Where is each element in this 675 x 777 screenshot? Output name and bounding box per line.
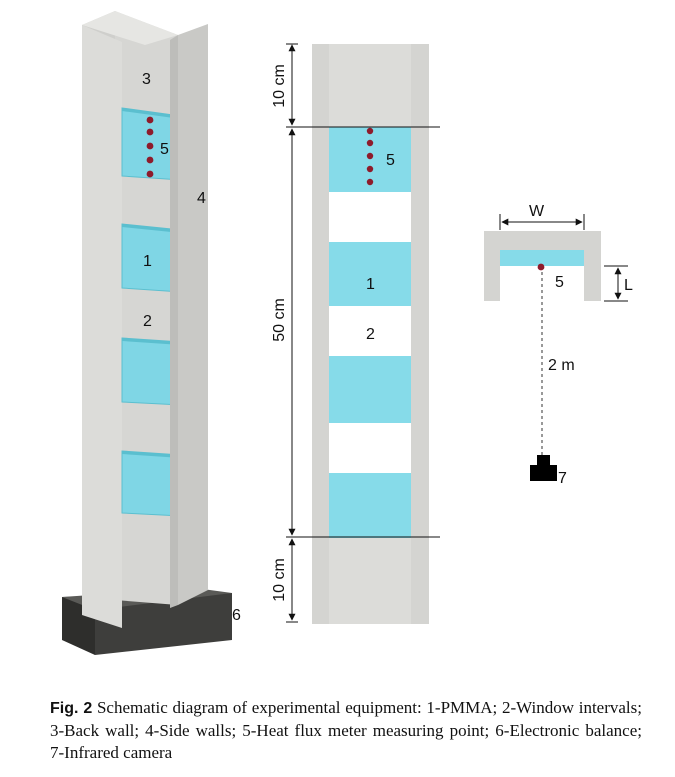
label-width: W: [529, 203, 545, 220]
apparatus-3d-model: 3 5 4 1 2 6: [62, 11, 241, 655]
side-wall-right: [170, 24, 208, 608]
label-window-3d: 2: [143, 313, 152, 330]
side-wall-left: [82, 25, 122, 628]
label-heat-flux-front: 5: [386, 152, 395, 169]
measuring-point: [366, 152, 374, 160]
measuring-point: [366, 165, 374, 173]
experiment-schematic: 3 5 4 1 2 6 5 1 2: [62, 11, 633, 655]
measuring-point: [366, 139, 374, 147]
measuring-point: [146, 156, 154, 164]
caption-text: Schematic diagram of experimental equipm…: [50, 698, 642, 762]
heat-flux-points-front: [366, 127, 374, 186]
plan-pmma: [500, 250, 584, 266]
label-pmma-3d: 1: [143, 253, 152, 270]
plan-wall-right: [584, 231, 601, 301]
label-pmma-front: 1: [366, 276, 375, 293]
plan-measuring-point: [537, 263, 545, 271]
figure-caption: Fig. 2 Schematic diagram of experimental…: [50, 697, 642, 764]
label-heat-flux-plan: 5: [555, 274, 564, 291]
plan-back-wall: [500, 231, 584, 250]
measuring-point: [366, 178, 374, 186]
measuring-point: [146, 142, 154, 150]
label-distance: 2 m: [548, 357, 575, 374]
label-window-front: 2: [366, 326, 375, 343]
label-balance: 6: [232, 607, 241, 624]
dimension-lines: [286, 43, 440, 623]
top-view: 5 W L 2 m 7: [484, 203, 633, 487]
dim-top-10cm: 10 cm: [271, 64, 288, 108]
measuring-point: [146, 116, 154, 124]
front-side-wall-right: [411, 44, 429, 624]
plan-wall-left: [484, 231, 500, 301]
front-view: 5 1 2 10 cm 50 cm 10 cm: [271, 43, 440, 624]
caption-label: Fig. 2: [50, 700, 93, 717]
label-depth: L: [624, 277, 633, 294]
dim-bottom-10cm: 10 cm: [271, 558, 288, 602]
measuring-point: [366, 127, 374, 135]
label-back-wall: 3: [142, 71, 151, 88]
pmma-panel: [329, 473, 411, 538]
measuring-point: [146, 170, 154, 178]
pmma-panel: [329, 356, 411, 423]
measuring-point: [146, 128, 154, 136]
heat-flux-points-3d: [146, 116, 154, 178]
dim-middle-50cm: 50 cm: [271, 298, 288, 342]
pmma-panel: [329, 242, 411, 306]
label-side-walls: 4: [197, 190, 206, 207]
pmma-panels: [121, 107, 182, 517]
label-camera: 7: [558, 470, 567, 487]
front-side-wall-left: [312, 44, 329, 624]
label-heat-flux-3d: 5: [160, 141, 169, 158]
infrared-camera-icon: [530, 455, 557, 481]
